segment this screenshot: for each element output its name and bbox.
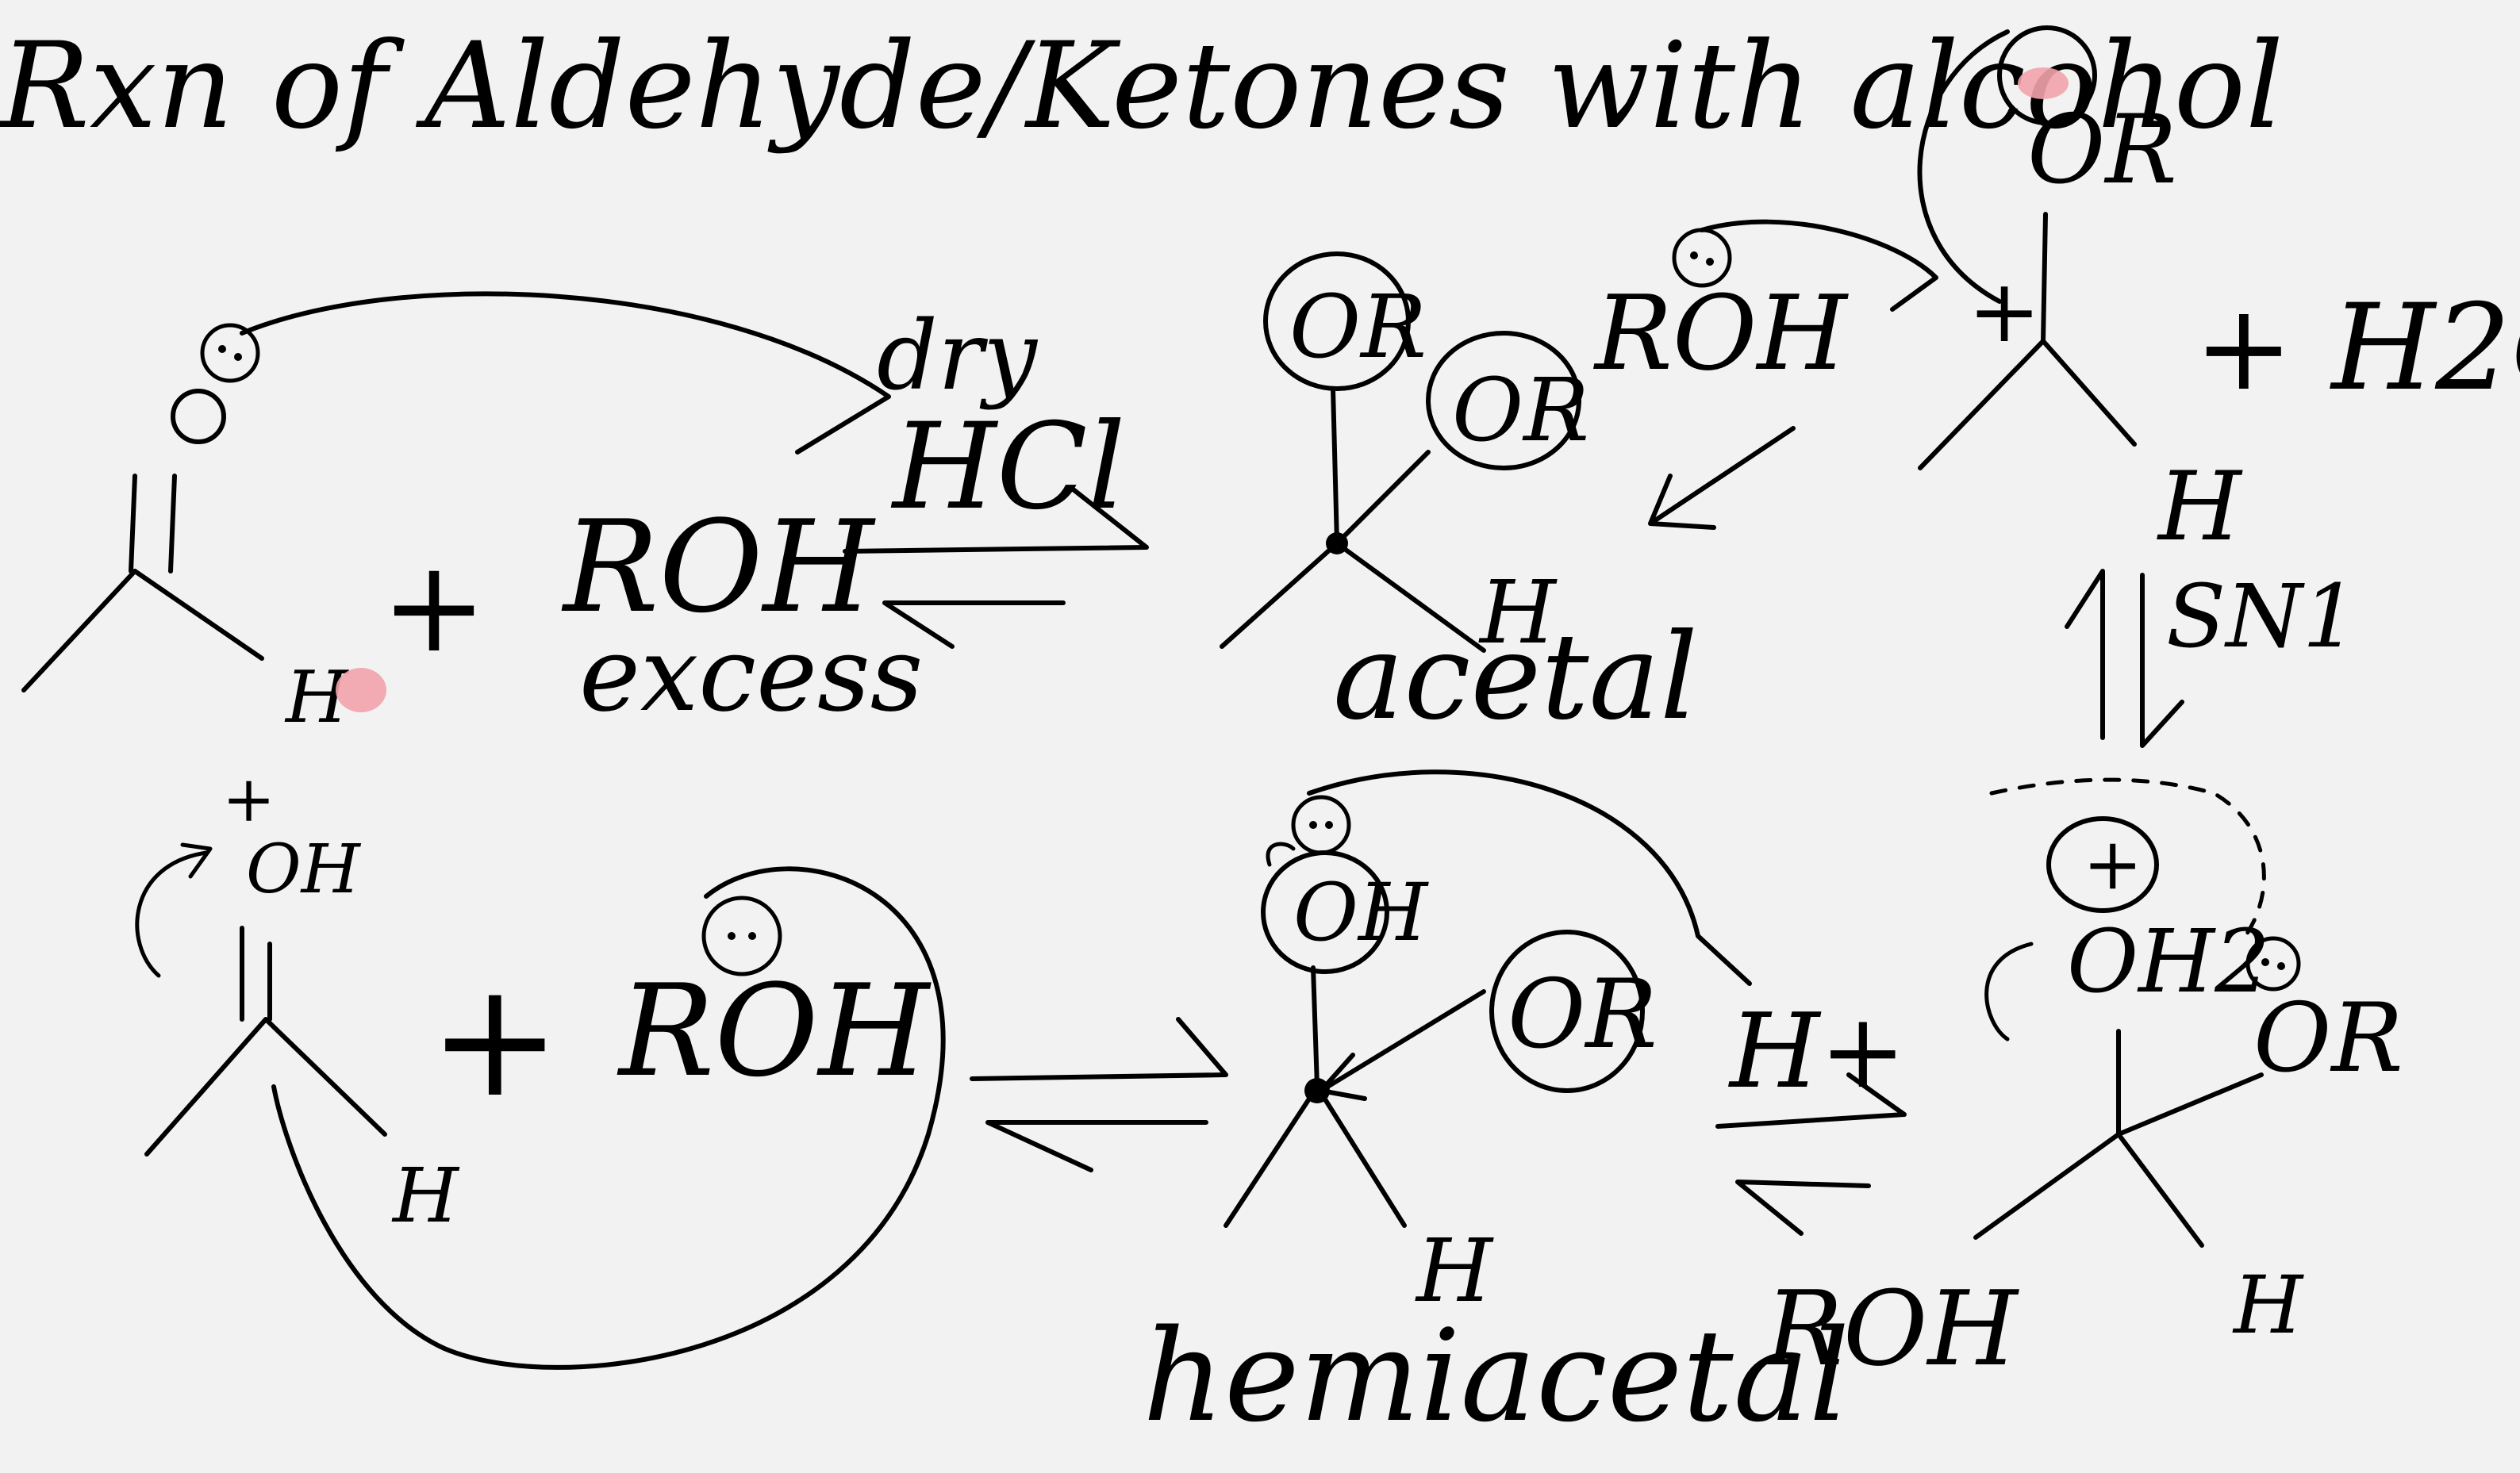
acetal-structure: OR OR H acetal bbox=[1220, 251, 1698, 746]
oxonium-charge: + bbox=[2083, 823, 2142, 906]
water-product: + H2O bbox=[2194, 279, 2520, 417]
acetal-or1: OR bbox=[1289, 276, 1427, 378]
h-highlight bbox=[336, 668, 386, 712]
oxonium-h: H bbox=[2232, 1259, 2304, 1352]
hemiacetal-label: hemiacetal bbox=[1143, 1302, 1850, 1450]
protonated-carbonyl: OH + H bbox=[135, 762, 460, 1240]
curved-arrow-top bbox=[240, 291, 891, 455]
cation-or: OR bbox=[2027, 95, 2177, 205]
oxonium-structure: + OH2 OR H bbox=[1973, 777, 2403, 1352]
roh-reverse: ROH bbox=[1764, 1268, 2019, 1389]
alcohol-reagent: ROH bbox=[561, 493, 877, 641]
conditions-dry: dry bbox=[877, 301, 1039, 412]
curved-arrow-roh bbox=[1700, 219, 1938, 312]
equilibrium-arrow-bottom-left bbox=[970, 1017, 1228, 1172]
o-highlight bbox=[2018, 67, 2069, 99]
protonated-h: H bbox=[391, 1153, 460, 1240]
alcohol-bottom: ROH bbox=[617, 957, 932, 1105]
title: Rxn of Aldehyde/Ketones with alcohol bbox=[0, 17, 2284, 155]
roh-attack: ROH bbox=[1593, 273, 1849, 393]
sn1-equilibrium: SN1 bbox=[2065, 566, 2358, 748]
cation-structure: OR + H + H2O bbox=[1917, 25, 2520, 562]
acetal-or2: OR bbox=[1452, 359, 1589, 461]
aldehyde-structure: H bbox=[21, 323, 386, 739]
protonated-oh: OH bbox=[246, 830, 362, 909]
cation-h: H bbox=[2157, 452, 2243, 562]
hemi-oh: OH bbox=[1293, 866, 1429, 959]
hemiacetal-structure: OH OR H hemiacetal bbox=[1143, 769, 1850, 1450]
curved-arrow-bottom bbox=[271, 866, 946, 1370]
sn1-label: SN1 bbox=[2166, 566, 2358, 667]
plus-sign-1: + bbox=[381, 532, 487, 681]
acetal-label: acetal bbox=[1333, 608, 1698, 746]
roh-bottom-lone-pair bbox=[701, 896, 782, 976]
equilibrium-arrow-bottom-right bbox=[1715, 1072, 1907, 1236]
hemi-or: OR bbox=[1508, 960, 1658, 1070]
acetal-h: H bbox=[1478, 562, 1558, 663]
arrow-to-acetal bbox=[1648, 426, 1796, 530]
oxonium-oh2: OH2 bbox=[2067, 911, 2270, 1012]
oxonium-or: OR bbox=[2253, 984, 2403, 1094]
equilibrium-arrow-top bbox=[843, 485, 1149, 649]
protonated-charge: + bbox=[222, 762, 275, 836]
excess-label: excess bbox=[579, 614, 923, 735]
cation-charge: + bbox=[1968, 260, 2041, 362]
hemi-h: H bbox=[1415, 1220, 1494, 1321]
conditions-hcl: HCl bbox=[890, 398, 1126, 536]
plus-sign-2: + bbox=[428, 948, 562, 1133]
h-plus: H+ bbox=[1728, 991, 1906, 1111]
